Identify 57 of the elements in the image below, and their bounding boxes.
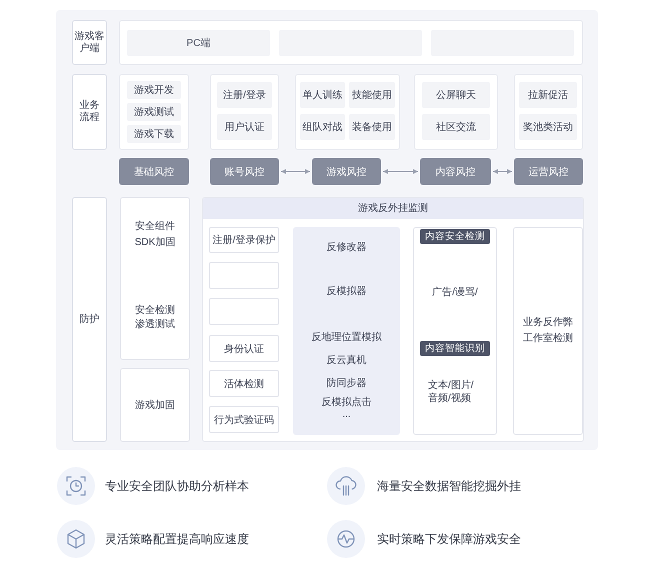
feature-text: 专业安全团队协助分析样本 [105,478,249,494]
double-arrow [382,169,418,174]
feature-box [209,298,279,325]
monitoring-panel [202,197,584,442]
content-panel [413,227,497,435]
protection-box: 游戏加固 [120,368,190,442]
step-pill: 游戏测试 [127,103,181,121]
feature-text: 灵活策略配置提高响应速度 [105,531,249,547]
feature-text: 海量安全数据智能挖掘外挂 [377,478,521,494]
double-arrow [492,169,512,174]
risk-control-box: 账号风控 [210,158,279,185]
body-text: 广告/谩骂/ [431,286,479,300]
header-band: 游戏反外挂监测 [203,198,583,219]
step-pill: 游戏开发 [127,81,181,99]
list-item: 反地理位置模拟 [310,331,382,345]
feature-box: 身份认证 [209,335,279,362]
protection-box [120,197,190,360]
step-pill: 社区交流 [422,114,490,140]
column-box: 业务反作弊工作室检测 [513,227,583,435]
list-item: 反模拟器 [326,285,368,299]
feature-text: 实时策略下发保障游戏安全 [377,531,521,547]
list-item: ... [341,408,352,422]
row-label: 游戏客户端 [72,20,107,65]
item-text: 安全检测 [134,304,176,318]
step-pill: 组队对战 [300,114,345,140]
step-pill: 用户认证 [217,114,272,140]
step-pill: 装备使用 [349,114,395,140]
step-pill: 拉新促活 [519,82,577,108]
feature-box [209,262,279,289]
row-label: 业务流程 [72,74,107,150]
platform-panel [119,20,583,65]
step-pill: 公屏聊天 [422,82,490,108]
step-pill: 游戏下载 [127,125,181,143]
step-pill: 奖池类活动 [519,114,577,140]
feature-box: 注册/登录保护 [209,227,279,253]
tag: 内容智能识别 [420,341,490,356]
row-label: 防护 [72,197,107,442]
item-text: 安全组件 [134,220,176,234]
feature-box: 活体检测 [209,370,279,397]
risk-control-box: 游戏风控 [312,158,381,185]
platform-box: PC端 [127,30,270,56]
feature-box: 行为式验证码 [209,406,279,433]
step-pill: 技能使用 [349,82,395,108]
step-pill: 注册/登录 [217,82,272,108]
risk-control-box: 运营风控 [514,158,583,185]
item-text: 渗透测试 [134,318,176,332]
double-arrow [280,169,310,174]
list-item: 防同步器 [326,377,368,391]
risk-control-box: 基础风控 [119,158,189,185]
item-text: SDK加固 [134,236,176,250]
list-item: 反修改器 [326,241,368,255]
list-item: 反云真机 [326,354,368,368]
body-text: 文本/图片/音频/视频 [428,379,475,405]
step-pill: 单人训练 [300,82,345,108]
tag: 内容安全检测 [420,229,490,244]
risk-control-box: 内容风控 [420,158,491,185]
list-item: 反模拟点击 [320,396,372,410]
